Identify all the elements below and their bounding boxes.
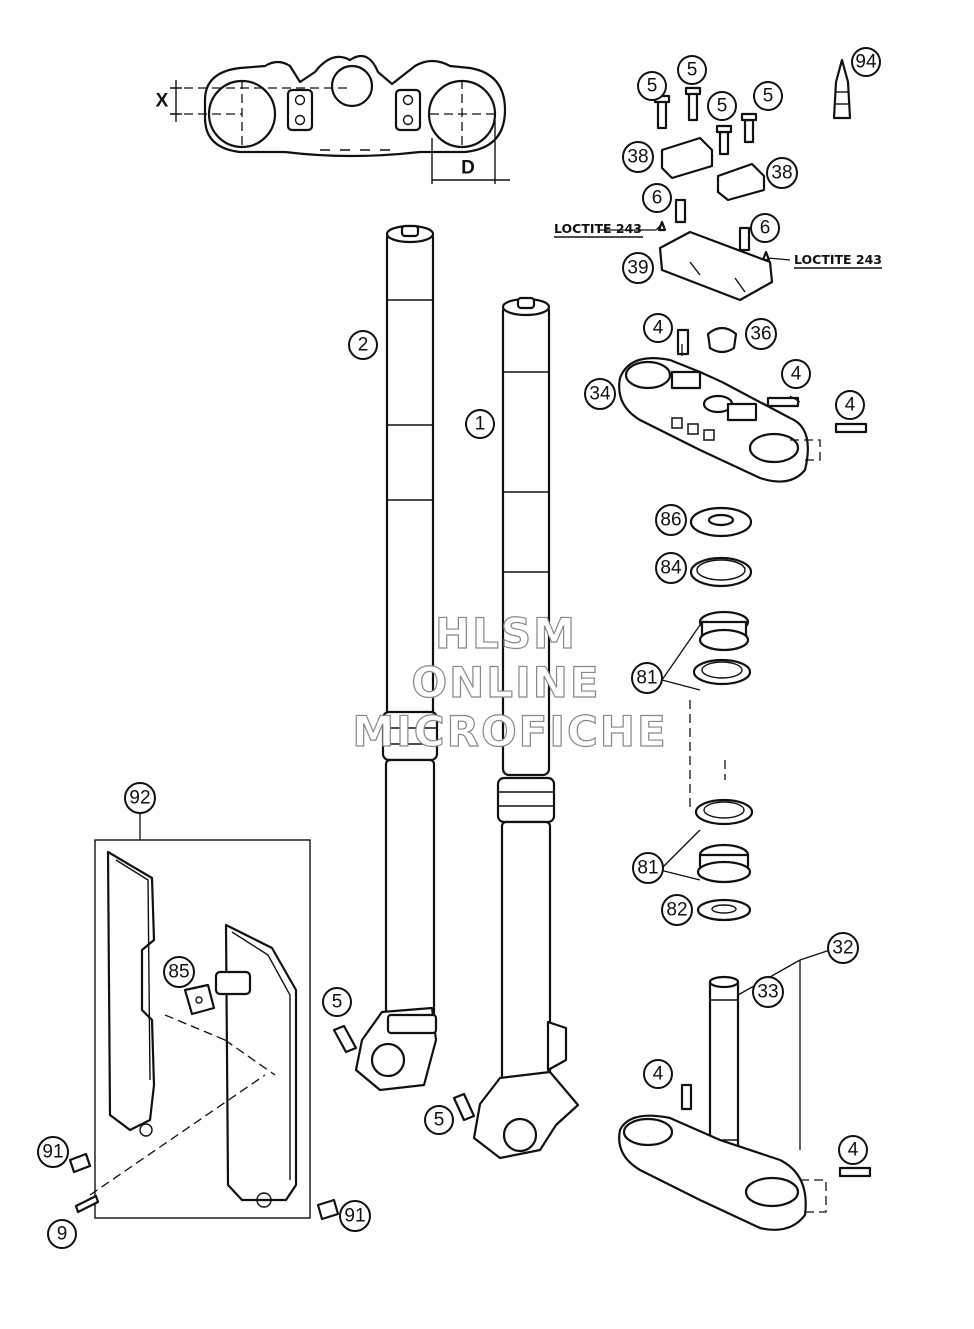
callout-5: 5 (322, 987, 352, 1017)
callout-91: 91 (37, 1136, 69, 1168)
svg-text:6: 6 (652, 188, 663, 209)
svg-text:91: 91 (42, 1142, 63, 1163)
svg-text:81: 81 (636, 668, 657, 689)
callout-36: 36 (745, 318, 777, 350)
loctite-label-left: LOCTITE 243 (554, 221, 642, 236)
watermark: HLSM ONLINE MICROFICHE (352, 608, 667, 756)
svg-text:5: 5 (332, 992, 343, 1013)
callout-32: 32 (827, 932, 859, 964)
dimension-x-label: X (156, 91, 169, 112)
callout-82: 82 (661, 894, 693, 926)
callout-91: 91 (339, 1200, 371, 1232)
watermark-line1: HLSM (435, 609, 577, 658)
callout-5: 5 (637, 71, 667, 101)
svg-text:84: 84 (660, 558, 682, 579)
callout-38: 38 (766, 157, 798, 189)
svg-text:2: 2 (358, 335, 369, 356)
callout-86: 86 (655, 504, 687, 536)
svg-text:34: 34 (589, 384, 611, 405)
leader-lines (600, 223, 801, 403)
callout-39: 39 (622, 252, 654, 284)
svg-text:5: 5 (647, 76, 658, 97)
lower-triple-clamp (618, 949, 872, 1231)
callout-81: 81 (631, 662, 663, 694)
fork-foot-bolts (332, 1024, 476, 1122)
callout-1: 1 (465, 409, 495, 439)
callout-5: 5 (677, 55, 707, 85)
svg-text:5: 5 (434, 1110, 445, 1131)
svg-text:38: 38 (627, 147, 648, 168)
callout-4: 4 (835, 390, 865, 420)
callout-2: 2 (348, 330, 378, 360)
callout-85: 85 (163, 956, 195, 988)
loctite-labels: LOCTITE 243 LOCTITE 243 (554, 221, 882, 269)
fork-leg-left (354, 224, 439, 1092)
svg-text:9: 9 (57, 1224, 68, 1245)
loctite-label-right: LOCTITE 243 (794, 252, 882, 267)
svg-text:82: 82 (666, 900, 687, 921)
callout-4: 4 (643, 1059, 673, 1089)
svg-text:4: 4 (653, 1064, 664, 1085)
callout-6: 6 (642, 183, 672, 213)
triple-clamp-top-view: X D (156, 54, 510, 184)
svg-text:92: 92 (129, 788, 150, 809)
fork-leg-right (472, 296, 580, 1160)
svg-text:91: 91 (344, 1206, 365, 1227)
svg-text:4: 4 (653, 318, 664, 339)
svg-text:5: 5 (717, 96, 728, 117)
fork-guard-set (68, 812, 340, 1221)
upper-hardware (618, 58, 868, 483)
svg-text:4: 4 (791, 364, 802, 385)
watermark-line3: MICROFICHE (352, 707, 667, 756)
svg-text:5: 5 (687, 60, 698, 81)
svg-text:36: 36 (750, 324, 771, 345)
callout-5: 5 (707, 91, 737, 121)
callout-9: 9 (47, 1219, 77, 1249)
svg-text:81: 81 (637, 858, 658, 879)
svg-text:1: 1 (475, 414, 486, 435)
callout-4: 4 (643, 313, 673, 343)
svg-text:33: 33 (757, 982, 778, 1003)
callout-4: 4 (838, 1135, 868, 1165)
callout-34: 34 (584, 378, 616, 410)
callouts: 94 5 5 5 5 38 38 6 6 39 4 36 4 34 4 2 1 … (37, 47, 881, 1249)
svg-text:86: 86 (660, 510, 681, 531)
svg-text:5: 5 (763, 86, 774, 107)
watermark-line2: ONLINE (411, 658, 600, 707)
svg-text:94: 94 (855, 52, 877, 73)
svg-text:38: 38 (771, 163, 792, 184)
callout-5: 5 (424, 1105, 454, 1135)
svg-text:4: 4 (845, 395, 856, 416)
callout-33: 33 (752, 976, 784, 1008)
callout-92: 92 (124, 782, 156, 814)
svg-text:6: 6 (760, 218, 771, 239)
callout-94: 94 (851, 47, 881, 77)
callout-6: 6 (750, 213, 780, 243)
svg-text:4: 4 (848, 1140, 859, 1161)
callout-38: 38 (622, 141, 654, 173)
svg-text:39: 39 (627, 258, 648, 279)
callout-4: 4 (781, 359, 811, 389)
callout-84: 84 (655, 552, 687, 584)
dimension-d-label: D (461, 158, 475, 179)
steering-bearings (659, 506, 754, 922)
callout-81: 81 (632, 852, 664, 884)
svg-text:32: 32 (832, 938, 853, 959)
svg-text:85: 85 (168, 962, 189, 983)
callout-5: 5 (753, 81, 783, 111)
